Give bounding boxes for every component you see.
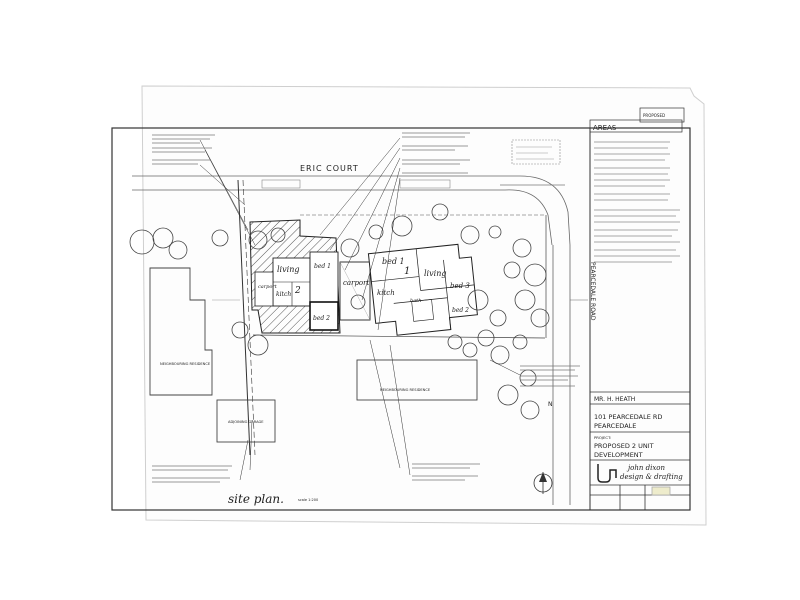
site-plan-caption: site plan. bbox=[228, 492, 284, 506]
neighbour-left-label: NEIGHBOURING RESIDENCE bbox=[160, 362, 211, 366]
unit-1-room-bath: bath bbox=[410, 298, 421, 304]
site-address-line-1: 101 PEARCEDALE RD bbox=[594, 413, 662, 421]
unit-2-room-living: living bbox=[277, 265, 299, 274]
unit-2-number: 2 bbox=[294, 286, 301, 296]
approval-stamp bbox=[511, 139, 561, 165]
eric-court-road bbox=[132, 175, 571, 246]
scale-note: scale 1:200 bbox=[298, 498, 318, 502]
firm-name: john dixon bbox=[626, 464, 666, 472]
site-address-line-2: PEARCEDALE bbox=[594, 422, 636, 430]
project-label: PROJECT: bbox=[594, 435, 611, 440]
project-title-line-1: PROPOSED 2 UNIT bbox=[594, 442, 654, 450]
firm-logo bbox=[597, 464, 617, 483]
neighbour-bottom-building bbox=[216, 359, 478, 443]
pearcedale-road bbox=[552, 245, 588, 505]
carport-label: carport bbox=[343, 279, 369, 287]
north-arrow bbox=[533, 472, 553, 494]
neighbour-bottom-label: NEIGHBOURING RESIDENCE bbox=[380, 388, 431, 392]
unit-2-room-bed1: bed 1 bbox=[314, 263, 331, 270]
firm-tagline: design & drafting bbox=[620, 473, 683, 481]
unit-2-room-kitch: kitch bbox=[276, 291, 291, 298]
annotation-leaders bbox=[199, 137, 521, 481]
areas-panel bbox=[589, 107, 685, 263]
unit-1-number: 1 bbox=[404, 266, 410, 277]
client-name: MR. H. HEATH bbox=[594, 396, 635, 403]
title-block bbox=[590, 391, 690, 510]
unit-2-room-bed2: bed 2 bbox=[313, 315, 330, 322]
areas-title: AREAS bbox=[593, 124, 617, 132]
unit-2-room-carport: carport bbox=[258, 284, 278, 290]
unit-1-room-kitch: kitch bbox=[377, 289, 395, 297]
unit-1-footprint bbox=[367, 243, 478, 336]
neighbour-left-building bbox=[149, 267, 240, 396]
adjoining-garage-label: ADJOINING GARAGE bbox=[228, 420, 264, 424]
annotation-notes bbox=[152, 132, 580, 483]
areas-stamp: PROPOSED bbox=[643, 113, 665, 118]
unit-2-footprint bbox=[249, 219, 341, 334]
unit-1-room-bed1: bed 1 bbox=[382, 257, 405, 266]
street-label-eric-court: ERIC COURT bbox=[300, 164, 359, 173]
north-arrow-label: N bbox=[548, 401, 553, 408]
central-carport bbox=[339, 261, 371, 321]
unit-1-room-bed3: bed 3 bbox=[450, 282, 470, 290]
drawing-border bbox=[111, 127, 691, 511]
street-label-pearcedale-road: PEARCEDALE ROAD bbox=[589, 262, 596, 321]
unit-1-room-living: living bbox=[424, 269, 446, 278]
unit-1-room-bed2: bed 2 bbox=[452, 307, 469, 314]
project-title-line-2: DEVELOPMENT bbox=[594, 451, 643, 459]
